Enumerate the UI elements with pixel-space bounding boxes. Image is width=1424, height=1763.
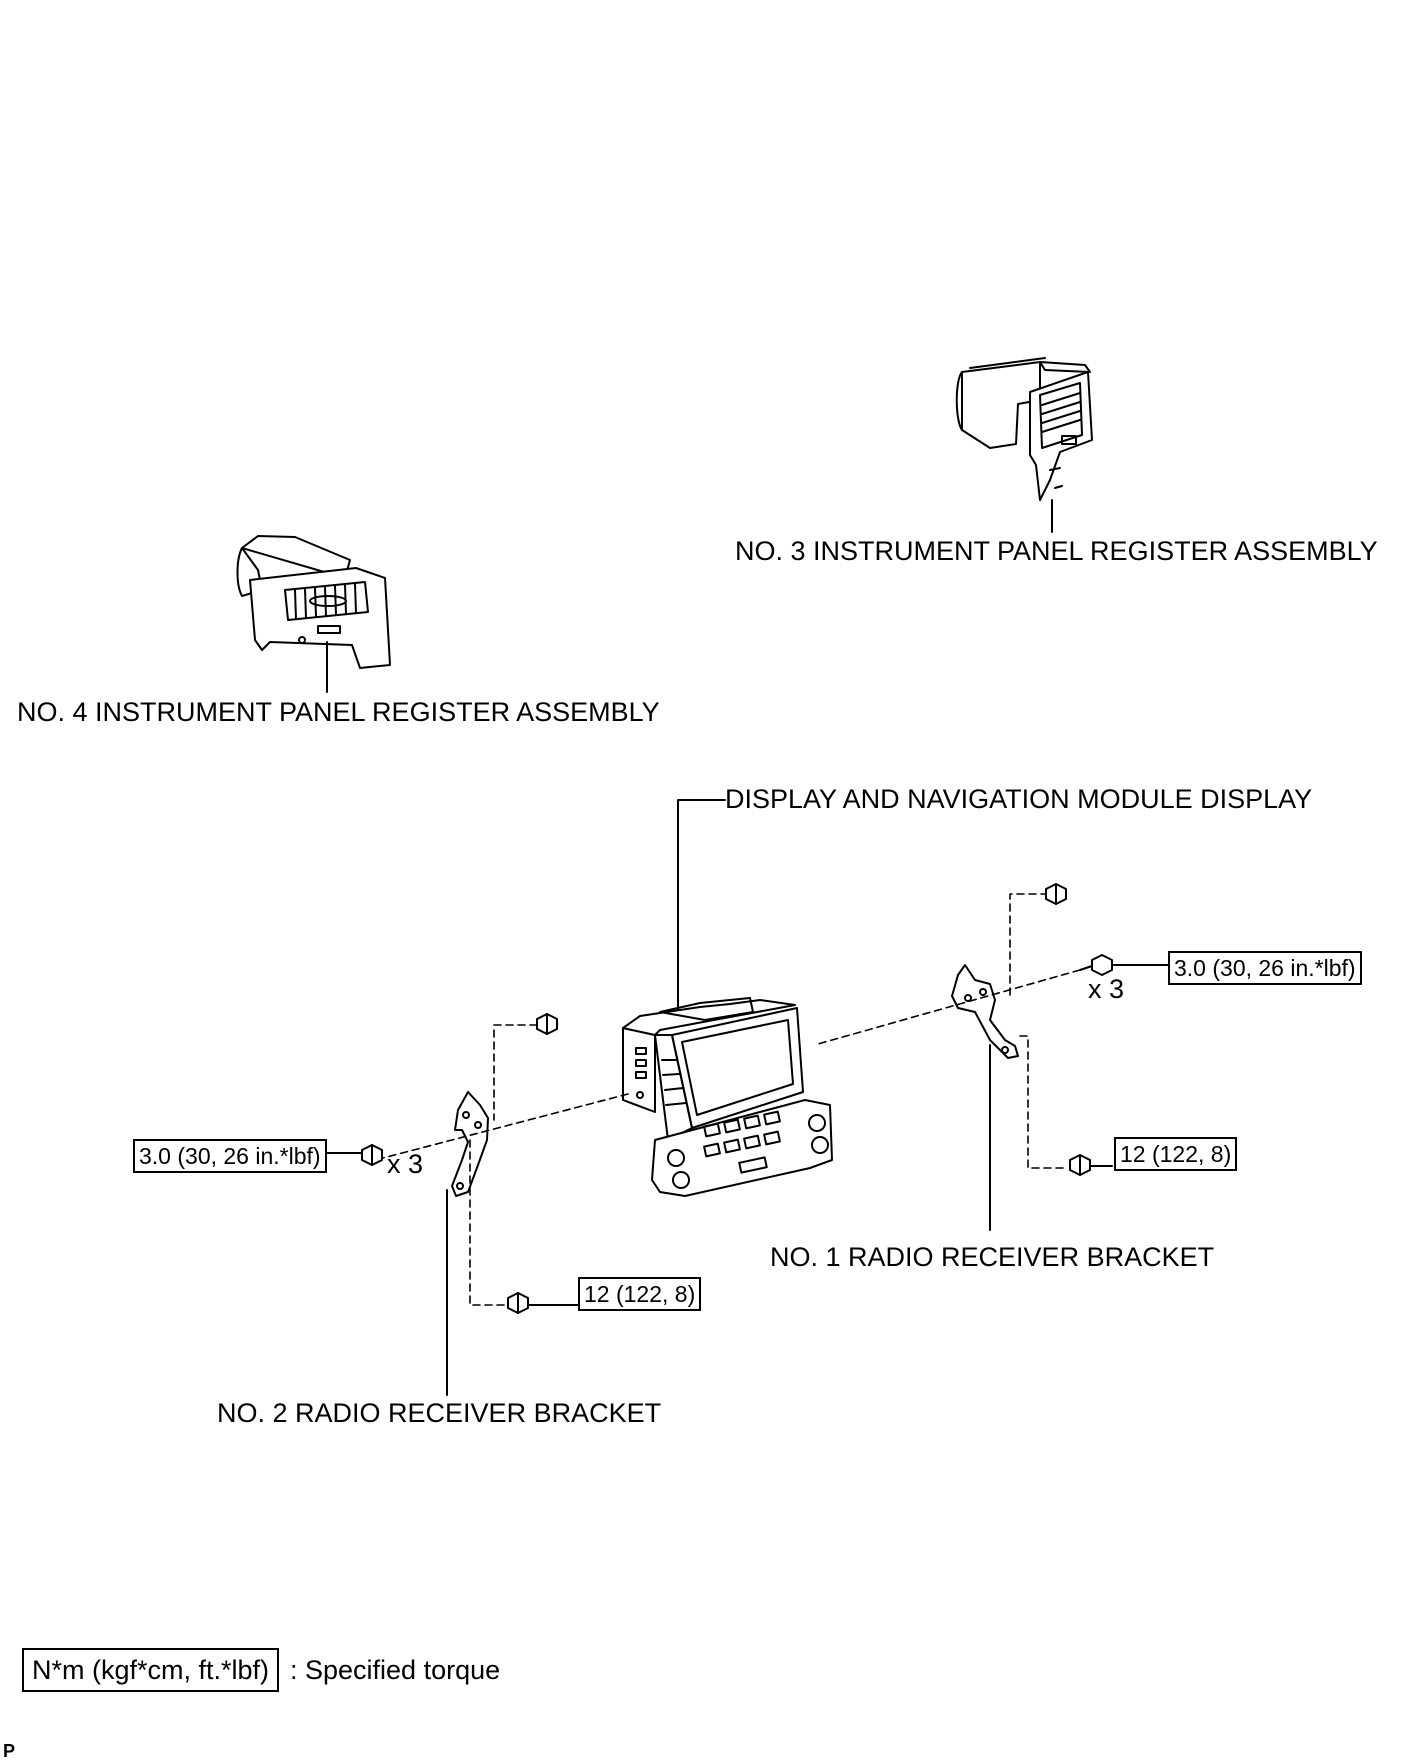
display-module-drawing xyxy=(622,997,833,1197)
label-bracket-no1: NO. 1 RADIO RECEIVER BRACKET xyxy=(770,1242,1215,1272)
bolt-left-lower xyxy=(507,1292,529,1314)
torque-left-bolts: 3.0 (30, 26 in.*lbf) xyxy=(133,1139,327,1173)
label-bracket-no2: NO. 2 RADIO RECEIVER BRACKET xyxy=(217,1398,662,1428)
torque-right-lower: 12 (122, 8) xyxy=(1114,1137,1238,1171)
register-no4-drawing xyxy=(236,535,391,669)
torque-left-lower: 12 (122, 8) xyxy=(578,1277,702,1311)
bolt-left-upper xyxy=(536,1013,558,1035)
label-register-no4: NO. 4 INSTRUMENT PANEL REGISTER ASSEMBLY xyxy=(17,697,660,727)
label-register-no3: NO. 3 INSTRUMENT PANEL REGISTER ASSEMBLY xyxy=(735,536,1378,566)
torque-right-bolts: 3.0 (30, 26 in.*lbf) xyxy=(1168,951,1362,985)
quantity-right: x 3 xyxy=(1088,974,1125,1004)
quantity-left: x 3 xyxy=(387,1149,424,1179)
bolt-right-upper xyxy=(1045,883,1067,905)
register-no3-drawing xyxy=(955,357,1093,501)
corner-mark: P xyxy=(3,1741,16,1761)
legend-meaning: : Specified torque xyxy=(290,1655,501,1685)
bolt-left-side xyxy=(361,1144,383,1166)
bolt-right-side xyxy=(1079,954,1113,976)
legend-torque-unit: N*m (kgf*cm, ft.*lbf) xyxy=(22,1648,280,1692)
display-module-leader xyxy=(677,799,726,1011)
bolt-right-lower xyxy=(1069,1154,1091,1176)
bracket-no1-drawing xyxy=(951,964,1019,1059)
label-display-module: DISPLAY AND NAVIGATION MODULE DISPLAY xyxy=(725,784,1313,814)
installation-lines xyxy=(382,893,1081,1306)
